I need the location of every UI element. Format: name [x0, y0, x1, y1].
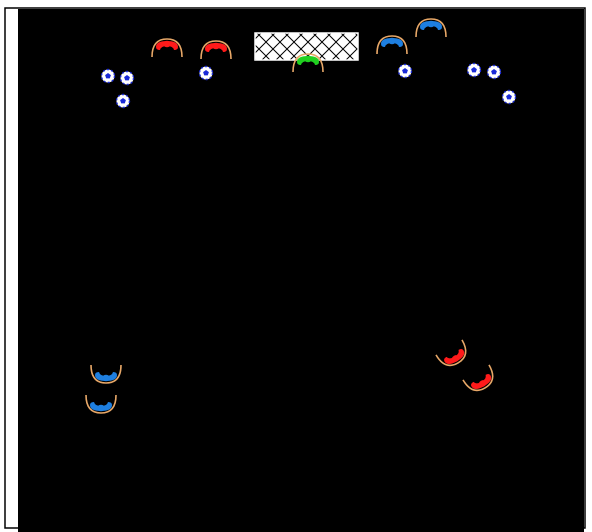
ball-3 [117, 95, 130, 108]
ball-1 [102, 70, 115, 83]
goal-net [255, 33, 358, 60]
blue-player-3-head [102, 375, 110, 381]
ball-8 [503, 91, 516, 104]
ball-6 [468, 64, 481, 77]
ball-7 [488, 66, 501, 79]
red-player-1-head [163, 41, 171, 47]
ball-2 [121, 72, 134, 85]
pitch-area [18, 9, 584, 532]
red-player-2-head [212, 43, 220, 49]
goal [255, 33, 358, 60]
ball-5 [399, 65, 412, 78]
ball-4 [200, 67, 213, 80]
blue-player-1-head [388, 38, 396, 44]
blue-player-4-head [97, 405, 105, 411]
blue-player-2-head [427, 21, 435, 27]
goalkeeper-head [304, 56, 312, 62]
